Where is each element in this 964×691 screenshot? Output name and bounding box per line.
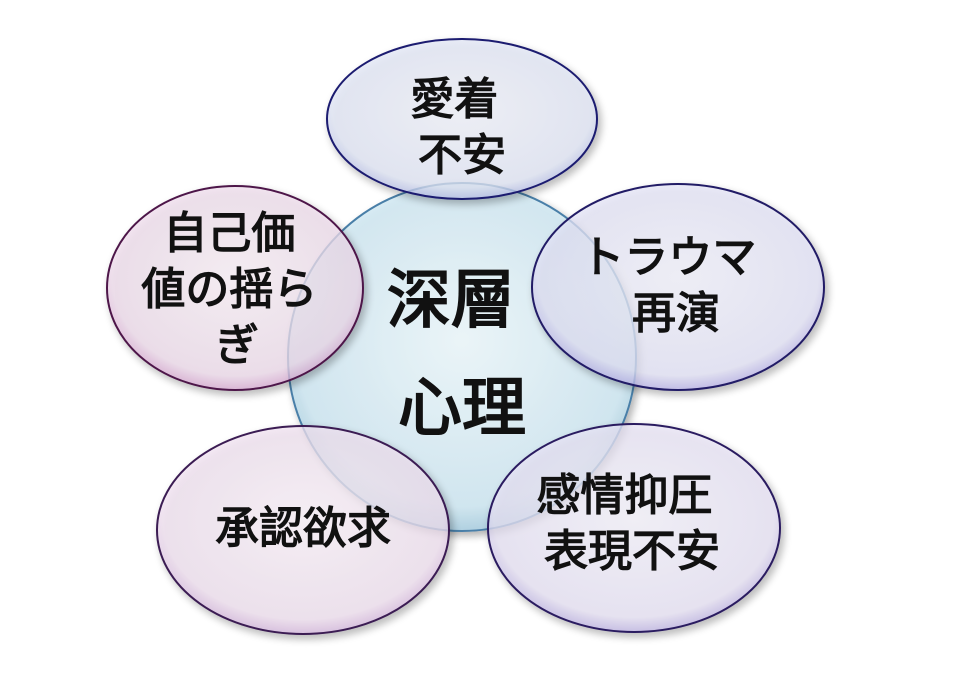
node-upper-left-label-line: 値の揺ら [140,264,317,315]
node-upper-left-label: 自己価 値の揺ら ぎ [140,208,332,371]
node-upper-right-label-line: トラウマ [580,232,756,283]
node-top-ellipse [326,38,598,200]
node-lower-right-label: 感情抑圧 表現不安 [536,470,727,577]
node-lower-left-ellipse [156,425,450,635]
node-lower-right-label-line: 表現不安 [544,526,720,577]
node-upper-right-ellipse [531,183,825,391]
center-label: 深層 心理 [387,264,537,446]
node-top-label-line: 愛着 [410,74,498,125]
center-label-line: 深層 [387,264,515,338]
center-label-line: 心理 [398,372,526,446]
node-upper-left-label-line: ぎ [215,320,259,371]
node-upper-left-ellipse [106,185,364,391]
node-lower-right-ellipse [487,423,781,633]
node-upper-right-label: トラウマ 再演 [580,232,771,339]
node-lower-right-label-line: 感情抑圧 [536,470,712,521]
node-top-label: 愛着 不安 [410,74,513,181]
node-upper-left-label-line: 自己価 [163,208,295,259]
node-top-label-line: 不安 [418,130,506,181]
node-upper-right-label-line: 再演 [632,288,720,339]
node-lower-left-label-line: 承認欲求 [215,503,391,554]
node-lower-left-label: 承認欲求 [215,503,391,554]
